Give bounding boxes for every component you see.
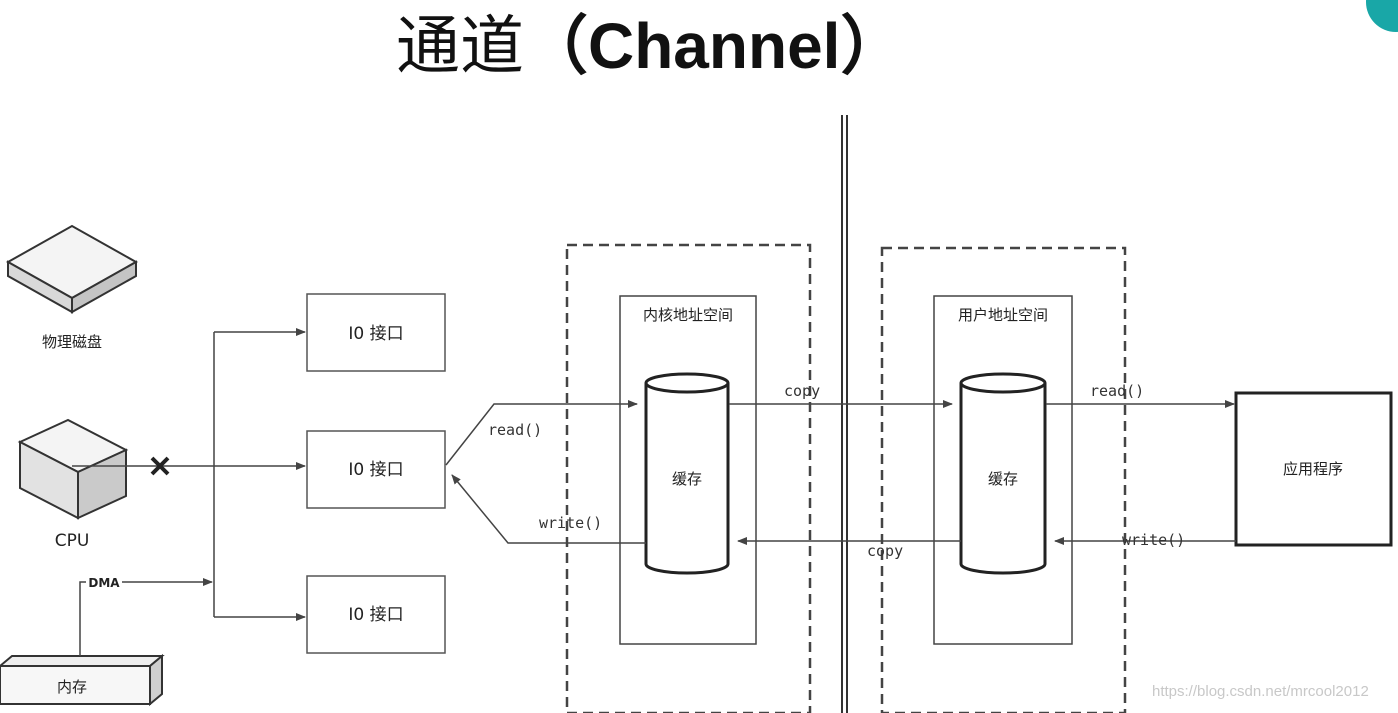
watermark: https://blog.csdn.net/mrcool2012	[1152, 683, 1369, 700]
dma-label: DMA	[88, 576, 120, 590]
user-buffer-cylinder: 缓存	[959, 372, 1047, 575]
title-english: （Channel）	[524, 10, 905, 82]
cpu-label: CPU	[55, 531, 90, 551]
memory-label: 内存	[57, 678, 87, 696]
copy-label-top: copy	[784, 382, 820, 400]
svg-text:应用程序: 应用程序	[1283, 460, 1343, 478]
disk-icon	[5, 224, 139, 314]
svg-text:I0 接口: I0 接口	[348, 324, 403, 344]
svg-text:内核地址空间: 内核地址空间	[643, 306, 733, 324]
kernel-buffer-cylinder: 缓存	[644, 372, 730, 575]
flow-arrows	[445, 400, 1236, 545]
kernel-dashed-region	[565, 243, 812, 713]
io-interface-2: I0 接口	[306, 430, 446, 509]
io-interface-3: I0 接口	[306, 575, 446, 654]
disk-label: 物理磁盘	[42, 333, 102, 351]
bus-lines	[72, 328, 306, 656]
write-label-kernel: write()	[539, 514, 602, 532]
write-label-user: write()	[1122, 531, 1185, 549]
title-chinese: 通道	[396, 10, 524, 84]
space-divider	[841, 115, 848, 713]
user-dashed-region	[880, 246, 1127, 713]
svg-text:I0 接口: I0 接口	[348, 460, 403, 480]
io-interface-1: I0 接口	[306, 293, 446, 372]
copy-label-bottom: copy	[867, 542, 903, 560]
cpu-icon	[17, 418, 129, 520]
page-title: 通道（Channel）	[396, 6, 904, 86]
svg-text:缓存: 缓存	[672, 470, 702, 488]
application-box: 应用程序	[1234, 391, 1393, 547]
svg-text:缓存: 缓存	[988, 470, 1018, 488]
svg-text:I0 接口: I0 接口	[348, 605, 403, 625]
svg-text:用户地址空间: 用户地址空间	[958, 306, 1048, 324]
blocked-cross-icon	[150, 456, 170, 476]
memory-icon	[0, 653, 165, 707]
read-label-kernel: read()	[488, 421, 542, 439]
read-label-user: read()	[1090, 382, 1144, 400]
